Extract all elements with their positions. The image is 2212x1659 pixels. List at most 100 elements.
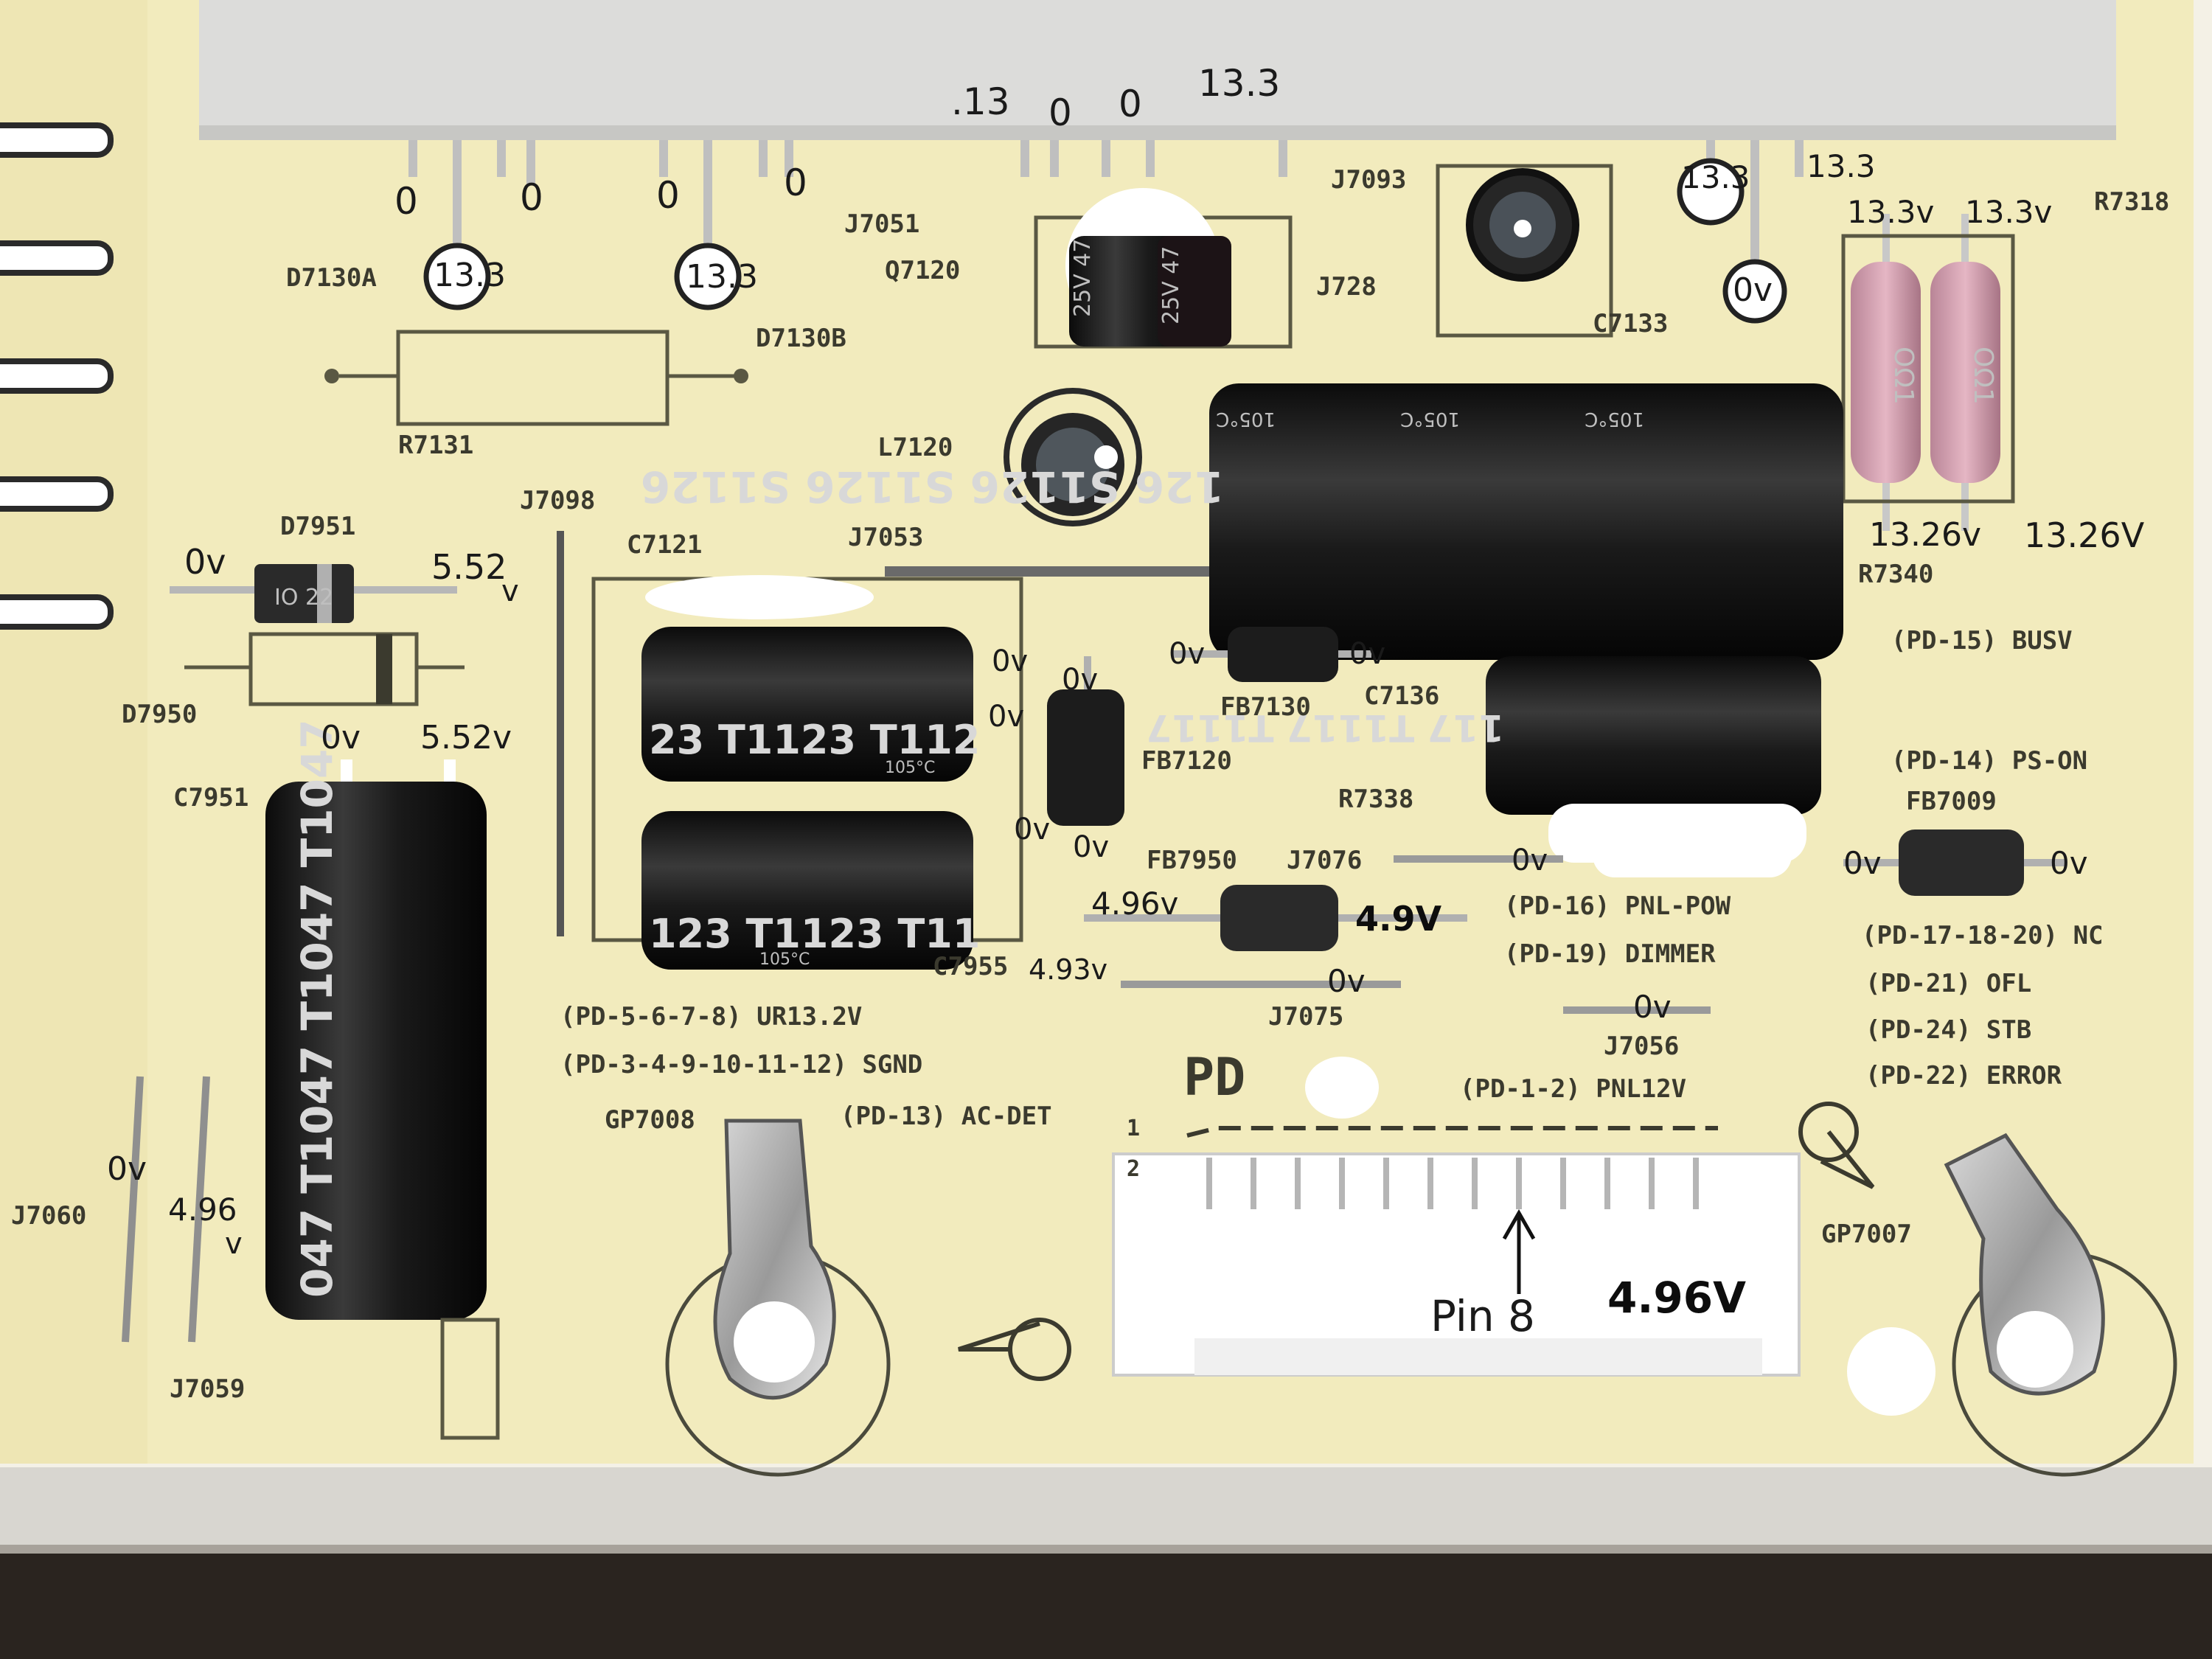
note-fb7009-right: 0v [2050, 845, 2088, 881]
cap-temp-3: 105°C [1585, 408, 1644, 430]
resistors-r7318: OΩ1 OΩ1 [1851, 214, 2000, 531]
cap-marking-c7951: 047 T1047 T1047 T1047 [292, 719, 342, 1298]
note-right-pad-0v: 0v [1733, 271, 1773, 309]
cap-temp-1: 105°C [1216, 408, 1276, 430]
ferrite-fb7009 [1899, 830, 2024, 896]
pd-connector [1112, 1126, 1801, 1377]
screw-symbol-left [958, 1318, 1071, 1381]
label-j7053: J7053 [848, 523, 923, 552]
cap-temp-c7121-a: 105°C [885, 759, 935, 777]
note-d7130a-voltage: 13.3 [434, 257, 506, 294]
ground-lug-gp7008 [665, 1119, 891, 1477]
inductor-l7120 [1004, 388, 1142, 526]
label-pin1: 1 [1127, 1116, 1140, 1141]
label-c7133: C7133 [1593, 309, 1668, 338]
note-q7120-pin3: 0 [1119, 83, 1142, 125]
label-l7120: L7120 [877, 433, 953, 462]
label-pin2: 2 [1127, 1156, 1140, 1182]
label-c7121: C7121 [627, 530, 702, 560]
note-fb7130-left: 0v [1169, 637, 1205, 671]
note-r7340-right: 13.26V [2024, 515, 2145, 555]
note-r7318-left: 13.3v [1847, 194, 1934, 230]
note-pin8-voltage: 4.96V [1607, 1273, 1746, 1323]
note-d7130b-voltage: 13.3 [686, 258, 758, 296]
note-d7951-left: 0v [184, 542, 226, 582]
note-right-pad-b: 13.3 [1806, 148, 1876, 184]
note-j7076: 0v [1512, 844, 1548, 877]
label-busv: (PD-15) BUSV [1891, 626, 2073, 655]
note-c7955: 4.93v [1029, 953, 1107, 986]
label-j7093: J7093 [1331, 165, 1406, 195]
ground-lug-gp7007 [1944, 1133, 2177, 1477]
note-q7120-pin4: 13.3 [1198, 62, 1280, 105]
label-pnl12v: (PD-1-2) PNL12V [1460, 1074, 1686, 1104]
label-fb7130: FB7130 [1220, 692, 1311, 722]
cap-temp-2: 105°C [1400, 408, 1460, 430]
label-stb: (PD-24) STB [1865, 1015, 2031, 1045]
label-pd: PD [1183, 1047, 1245, 1107]
label-r7318: R7318 [2094, 187, 2169, 217]
note-j7075: 0v [1327, 963, 1366, 999]
label-j7051: J7051 [844, 209, 919, 239]
note-d7130a-pin3: 0 [520, 176, 543, 219]
note-fb7950-left: 4.96v [1091, 886, 1178, 922]
note-d7130b-pin1: 0 [656, 174, 680, 217]
ferrite-fb7950 [1220, 885, 1338, 951]
label-c7951: C7951 [173, 783, 248, 813]
label-gp7008: GP7008 [605, 1105, 695, 1135]
label-d7130b: D7130B [756, 324, 846, 353]
label-c7955: C7955 [933, 952, 1008, 981]
label-gp7007: GP7007 [1821, 1220, 1912, 1249]
note-j7059: 4.96 [168, 1192, 237, 1228]
note-r7318-right: 13.3v [1965, 194, 2052, 230]
note-j7056: 0v [1633, 989, 1672, 1025]
note-d7130a-pin1: 0 [394, 180, 418, 223]
label-r7340: R7340 [1858, 560, 1933, 589]
note-fb7120-top: 0v [1062, 663, 1098, 697]
capacitor-c7121-bottom: 123 T1123 T11 105°C [641, 811, 980, 970]
note-r7340-left: 13.26v [1869, 516, 1981, 554]
note-j7059-unit: v [225, 1227, 243, 1261]
cap-marking-b: 25V 47 [1158, 246, 1184, 324]
cap-marking-a: 25V 47 [1070, 239, 1096, 317]
note-j7060: 0v [107, 1150, 147, 1188]
label-sgnd: (PD-3-4-9-10-11-12) SGND [560, 1050, 922, 1079]
label-ofl: (PD-21) OFL [1865, 969, 2031, 998]
label-j7056: J7056 [1604, 1032, 1679, 1061]
label-d7950: D7950 [122, 700, 197, 729]
label-j7075: J7075 [1268, 1002, 1343, 1032]
diode-marking: IO 22 [274, 585, 333, 611]
note-c7951-left: 0v [321, 719, 361, 757]
label-ps-on: (PD-14) PS-ON [1891, 746, 2087, 776]
label-dimmer: (PD-19) DIMMER [1504, 939, 1716, 969]
cap-temp-c7121-b: 105°C [759, 950, 810, 969]
paper-edge [0, 1467, 2212, 1548]
note-c7951-right: 5.52v [420, 719, 512, 757]
note-fb7130-right: 0v [1349, 637, 1385, 671]
capacitor-large: 126 S1126 S1126 S1126 105°C 105°C 105°C [641, 383, 1843, 660]
note-d7951-unit: v [501, 574, 519, 608]
label-fb7009: FB7009 [1906, 787, 1997, 816]
label-fb7120: FB7120 [1141, 746, 1232, 776]
label-pnl-pow: (PD-16) PNL-POW [1504, 891, 1731, 921]
heatsink [199, 0, 2116, 140]
cap-marking-large: 126 S1126 S1126 S1126 [641, 462, 1224, 512]
cap-marking-c7136: 117 T1117 T1117 [1146, 706, 1504, 749]
label-ac-det: (PD-13) AC-DET [841, 1102, 1052, 1131]
cap-marking-c7121-b: 123 T1123 T11 [649, 911, 980, 957]
note-fb7009-left: 0v [1843, 845, 1882, 881]
note-q7120-pin1: .13 [951, 80, 1010, 123]
note-fb7950-right: 4.9V [1355, 899, 1441, 939]
note-pin8: Pin 8 [1430, 1291, 1535, 1341]
note-c7121-3: 0v [1014, 813, 1050, 846]
label-j7059: J7059 [170, 1374, 245, 1404]
cap-marking-c7121-a: 23 T1123 T112 [649, 717, 980, 763]
label-d7130a: D7130A [286, 263, 377, 293]
resistor-marking-b: OΩ1 [1968, 347, 1998, 405]
label-fb7950: FB7950 [1147, 846, 1237, 875]
resistor-marking-a: OΩ1 [1888, 347, 1919, 405]
screw-symbol-right [1798, 1102, 1875, 1189]
note-c7121-2: 0v [988, 700, 1024, 734]
capacitor-c7121-top: 23 T1123 T112 105°C [641, 575, 980, 782]
label-nc: (PD-17-18-20) NC [1862, 921, 2104, 950]
